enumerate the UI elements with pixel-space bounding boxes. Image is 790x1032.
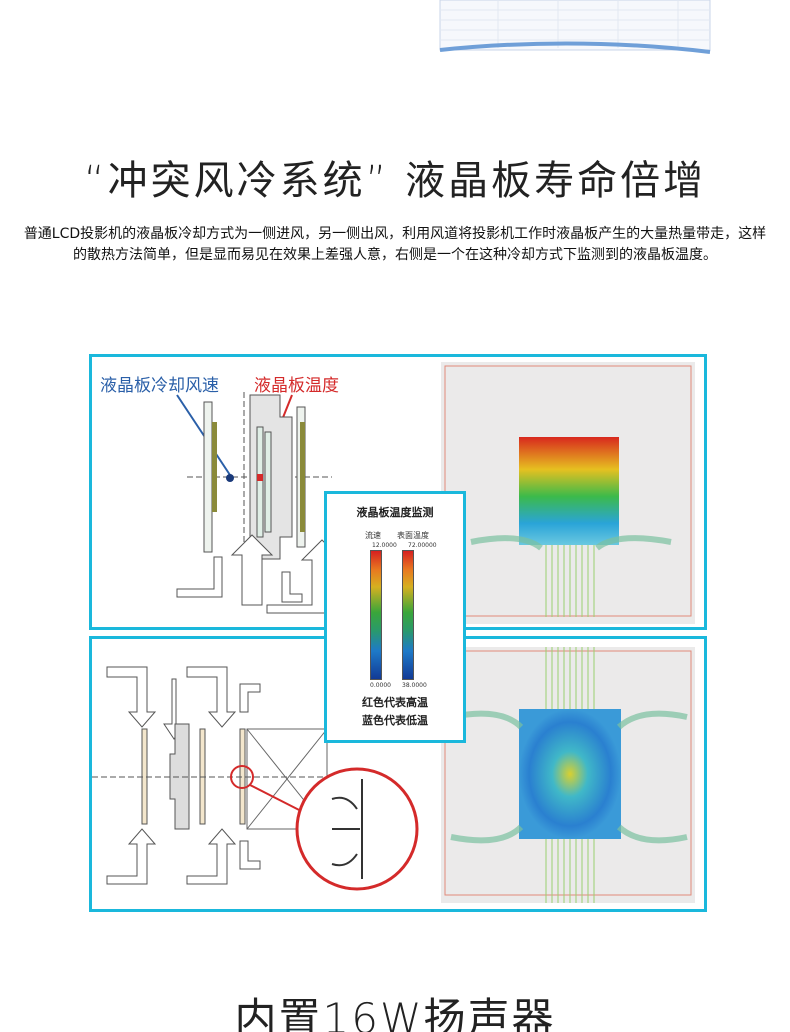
legend-note-blue: 蓝色代表低温 [362,714,428,727]
legend-temp-min: 38.0000 [402,682,427,689]
section-description: 普通LCD投影机的液晶板冷却方式为一侧进风，另一侧出风，利用风道将投影机工作时液… [23,226,767,263]
legend-temp-max: 72.00000 [408,542,437,549]
conflict-airflow-diagram [92,666,419,891]
cooling-diagram-panel-bottom [89,636,707,912]
speed-color-bar [370,550,382,680]
legend-speed-header: 流速 [365,531,381,540]
legend-note-red: 红色代表高温 [362,696,428,709]
label-panel-temperature: 液晶板温度 [254,376,339,396]
spreadsheet-screen-fragment [439,0,711,54]
legend-temp-header: 表面温度 [397,531,429,540]
temperature-legend: 液晶板温度监测 流速 表面温度 12.0000 72.00000 0.0000 … [324,491,466,743]
legend-title: 液晶板温度监测 [356,506,434,519]
temperature-heatmap-top [441,362,695,624]
label-cooling-speed: 液晶板冷却风速 [100,376,219,396]
section-title: “冲突风冷系统” 液晶板寿命倍增 [83,158,707,204]
next-section-title: 内置16W扬声器 [234,994,556,1032]
legend-speed-max: 12.0000 [372,542,397,549]
temp-color-bar [402,550,414,680]
legend-speed-min: 0.0000 [370,682,391,689]
airflow-diagram [176,392,344,614]
temperature-heatmap-bottom [441,647,695,903]
